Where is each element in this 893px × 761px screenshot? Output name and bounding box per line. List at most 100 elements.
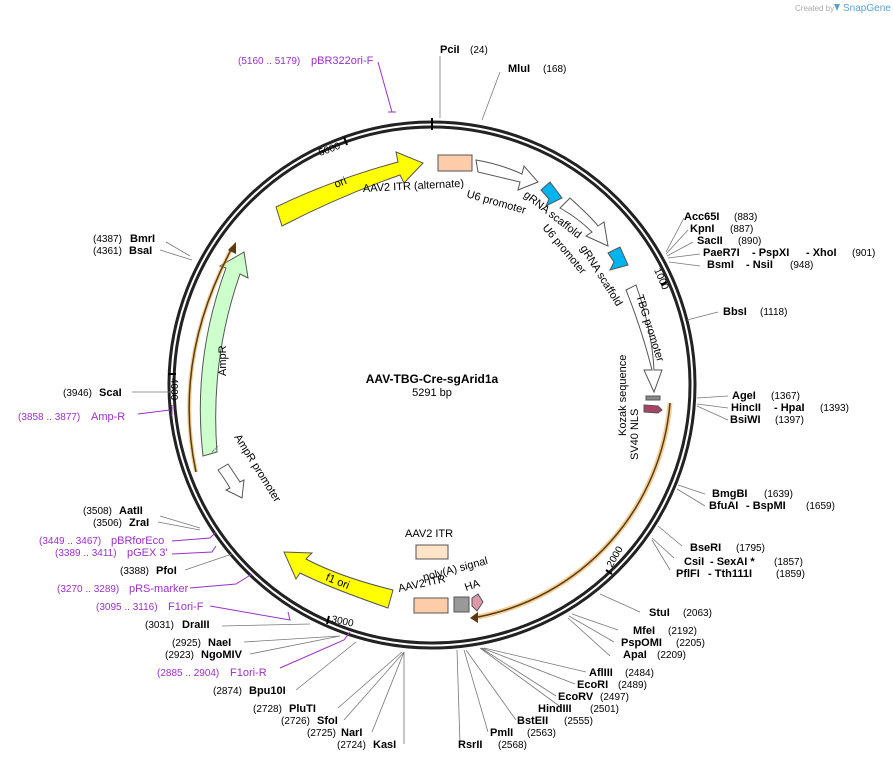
enzyme-agei-pos: (1367) bbox=[771, 391, 800, 402]
feature-ori[interactable] bbox=[275, 151, 424, 227]
enzyme-rsrii[interactable]: RsrII bbox=[458, 739, 482, 751]
enzyme-ecori[interactable]: EcoRI bbox=[577, 679, 608, 691]
enzyme-mfei[interactable]: MfeI bbox=[633, 625, 655, 637]
enzyme-pmli[interactable]: PmlI bbox=[490, 727, 513, 739]
enzyme-stui[interactable]: StuI bbox=[649, 607, 670, 619]
enzyme-ecorv[interactable]: EcoRV bbox=[558, 691, 594, 703]
enzyme-ngomiv[interactable]: NgoMIV bbox=[201, 649, 243, 661]
enzyme-apai[interactable]: ApaI bbox=[623, 649, 647, 661]
primer-pgex[interactable]: pGEX 3' bbox=[127, 547, 168, 559]
feature-itr-top-label: AAV2 ITR bbox=[405, 528, 453, 540]
leader-kasi-group bbox=[337, 651, 405, 744]
enzyme-bmri[interactable]: BmrI bbox=[130, 233, 155, 245]
enzyme-bpu10i[interactable]: Bpu10I bbox=[249, 685, 286, 697]
enzyme-xhoi[interactable]: - XhoI bbox=[806, 247, 837, 259]
enzyme-aatii[interactable]: AatII bbox=[119, 505, 143, 517]
enzyme-scai[interactable]: ScaI bbox=[99, 387, 122, 399]
feature-tbg-promoter[interactable] bbox=[625, 284, 663, 394]
enzyme-hindiii[interactable]: HindIII bbox=[538, 703, 572, 715]
enzyme-kasi[interactable]: KasI bbox=[373, 739, 396, 751]
enzyme-bsiwi[interactable]: BsiWI bbox=[730, 414, 761, 426]
enzyme-sacii[interactable]: SacII bbox=[697, 235, 723, 247]
enzyme-bmri-pos: (4387) bbox=[93, 234, 122, 245]
enzyme-pspxi[interactable]: - PspXI bbox=[752, 247, 789, 259]
feature-ampr-promoter[interactable] bbox=[217, 463, 245, 499]
enzyme-agei[interactable]: AgeI bbox=[732, 390, 756, 402]
feature-cre-arc[interactable] bbox=[477, 402, 671, 618]
enzyme-bspmi[interactable]: - BspMI bbox=[746, 500, 786, 512]
leader-bseri-group bbox=[651, 525, 683, 571]
enzyme-hincii[interactable]: HincII bbox=[731, 402, 761, 414]
primer-f1orif[interactable]: F1ori-F bbox=[168, 601, 204, 613]
primer-line-f1orif bbox=[209, 605, 291, 621]
enzyme-sexai[interactable]: - SexAI * bbox=[710, 556, 755, 568]
enzyme-bsai[interactable]: BsaI bbox=[129, 245, 152, 257]
enzyme-pfoi-pos: (3388) bbox=[120, 566, 149, 577]
plasmid-size: 5291 bp bbox=[412, 387, 452, 399]
feature-u6-promoter-2[interactable] bbox=[559, 197, 609, 247]
feature-ampr-label: AmpR bbox=[217, 345, 229, 376]
enzyme-hpai[interactable]: - HpaI bbox=[774, 402, 805, 414]
primer-f1orir[interactable]: F1ori-R bbox=[230, 667, 267, 679]
feature-cre-arrowhead bbox=[470, 612, 478, 623]
enzyme-zrai[interactable]: ZraI bbox=[129, 517, 149, 529]
feature-ampr[interactable] bbox=[199, 251, 249, 457]
enzyme-bsteii[interactable]: BstEII bbox=[517, 715, 548, 727]
enzyme-bbsi[interactable]: BbsI bbox=[723, 306, 747, 318]
primer-line-pgex bbox=[171, 545, 217, 555]
primer-prs-range: (3270 .. 3289) bbox=[57, 584, 119, 595]
feature-itr-alt-label: AAV2 ITR (alternate) bbox=[363, 178, 465, 195]
enzyme-rsrii-pos: (2568) bbox=[498, 740, 527, 751]
tick-2000 bbox=[605, 569, 613, 575]
enzyme-bsmi[interactable]: BsmI bbox=[707, 259, 734, 271]
enzyme-pcii[interactable]: PciI bbox=[440, 44, 460, 56]
enzyme-sfoi[interactable]: SfoI bbox=[317, 715, 338, 727]
brand-text: SnapGene bbox=[843, 3, 891, 14]
enzyme-nsii[interactable]: - NsiI bbox=[746, 259, 773, 271]
enzyme-pfoi[interactable]: PfoI bbox=[156, 565, 177, 577]
enzyme-draiii[interactable]: DraIII bbox=[182, 619, 210, 631]
enzyme-acc65i[interactable]: Acc65I bbox=[684, 211, 719, 223]
enzyme-bseri[interactable]: BseRI bbox=[690, 542, 721, 554]
enzyme-nari[interactable]: NarI bbox=[341, 727, 362, 739]
enzyme-pspomi[interactable]: PspOMI bbox=[621, 637, 662, 649]
enzyme-afliii-pos: (2484) bbox=[625, 668, 654, 679]
enzyme-tth111i[interactable]: - Tth111I bbox=[708, 568, 752, 580]
enzyme-scai-pos: (3946) bbox=[63, 388, 92, 399]
feature-sv40-nls[interactable] bbox=[643, 404, 663, 414]
enzyme-bmgbi[interactable]: BmgBI bbox=[712, 488, 747, 500]
feature-itr-bottom[interactable] bbox=[413, 597, 449, 614]
primer-pbr322-range: (5160 .. 5179) bbox=[238, 56, 300, 67]
feature-u6-promoter-1[interactable] bbox=[475, 159, 539, 191]
enzyme-afliii[interactable]: AflIII bbox=[589, 667, 613, 679]
feature-ampr-orf-arrowhead bbox=[228, 242, 236, 254]
enzyme-paer7i-pos: (901) bbox=[852, 248, 875, 259]
feature-ha[interactable] bbox=[471, 593, 484, 612]
leader-mfei-group bbox=[567, 613, 619, 657]
feature-ampr-orf-arc[interactable] bbox=[188, 247, 233, 473]
feature-polya[interactable] bbox=[453, 596, 470, 613]
enzyme-pspomi-pos: (2205) bbox=[676, 638, 705, 649]
feature-f1-ori[interactable] bbox=[283, 551, 394, 609]
leader-naei-group bbox=[243, 635, 341, 655]
enzyme-bseri-pos: (1795) bbox=[736, 543, 765, 554]
primer-pbrforeco[interactable]: pBRforEco bbox=[111, 535, 164, 547]
primer-prs[interactable]: pRS-marker bbox=[129, 583, 189, 595]
enzyme-csii[interactable]: CsiI bbox=[684, 556, 704, 568]
enzyme-kpni[interactable]: KpnI bbox=[690, 223, 714, 235]
enzyme-pflfi[interactable]: PflFI bbox=[676, 568, 700, 580]
feature-itr-alt[interactable] bbox=[437, 154, 473, 172]
feature-grna-scaffold-1[interactable] bbox=[540, 181, 563, 208]
feature-itr-top[interactable] bbox=[415, 544, 449, 560]
enzyme-naei[interactable]: NaeI bbox=[208, 637, 231, 649]
primer-pbr322[interactable]: pBR322ori-F bbox=[311, 55, 374, 67]
primer-ampr[interactable]: Amp-R bbox=[91, 411, 125, 423]
feature-kozak[interactable] bbox=[645, 395, 661, 401]
enzyme-mlui[interactable]: MluI bbox=[508, 63, 530, 75]
enzyme-paer7i[interactable]: PaeR7I bbox=[703, 247, 740, 259]
enzyme-bsiwi-pos: (1397) bbox=[775, 415, 804, 426]
enzyme-bfuai[interactable]: BfuAI bbox=[709, 500, 738, 512]
feature-grna-scaffold-2[interactable] bbox=[607, 246, 629, 271]
enzyme-pluti[interactable]: PluTI bbox=[289, 703, 316, 715]
